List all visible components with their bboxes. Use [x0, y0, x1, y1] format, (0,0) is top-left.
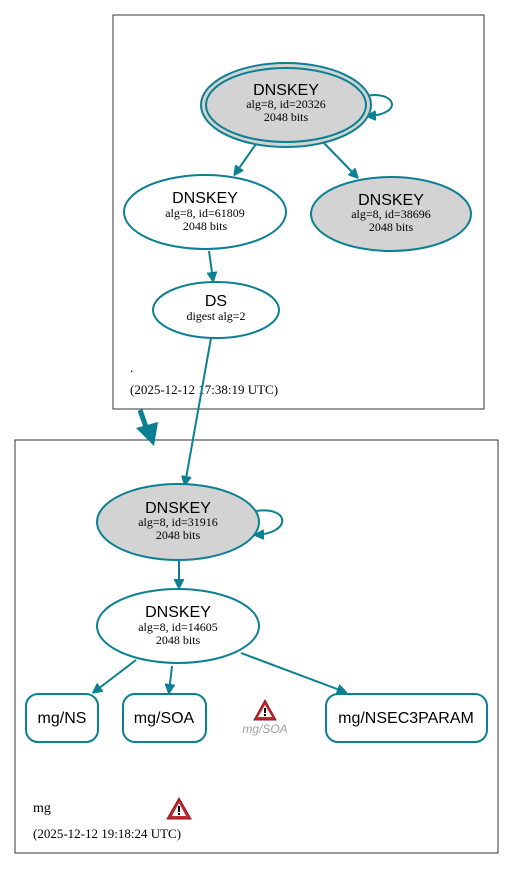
node-root-zsk-38696[interactable]: DNSKEY alg=8, id=38696 2048 bits	[310, 176, 472, 252]
node-mg-zsk-title: DNSKEY	[145, 604, 211, 621]
node-mg-ns-title: mg/NS	[38, 710, 87, 727]
node-ds[interactable]: DS digest alg=2	[152, 281, 280, 339]
node-mg-ksk-title: DNSKEY	[145, 500, 211, 517]
edge-ksk-zsk2	[322, 141, 357, 177]
zone-timestamp-mg: (2025-12-12 19:18:24 UTC)	[33, 826, 181, 841]
zone-warning-icon[interactable]	[166, 796, 192, 820]
node-mg-zsk-line2: 2048 bits	[156, 633, 201, 647]
zone-box-mg	[14, 439, 499, 854]
node-mg-ksk-line2: 2048 bits	[156, 528, 201, 542]
node-mg-soa-title: mg/SOA	[134, 710, 195, 727]
edge-zsk-ns	[94, 659, 137, 692]
delegation-arrowhead	[136, 422, 158, 446]
node-mg-zsk[interactable]: DNSKEY alg=8, id=14605 2048 bits	[96, 588, 260, 664]
node-mg-soa-warning-label: mg/SOA	[242, 722, 287, 736]
node-ds-line1: digest alg=2	[186, 309, 245, 323]
node-root-zsk-38696-line1: alg=8, id=38696	[351, 207, 431, 221]
node-root-zsk-38696-line2: 2048 bits	[369, 220, 414, 234]
edge-zsk-soa	[169, 665, 172, 692]
zone-box-root	[112, 14, 485, 410]
node-root-ksk[interactable]: DNSKEY alg=8, id=20326 2048 bits	[200, 62, 372, 148]
zone-label-root: .	[130, 360, 133, 375]
node-root-zsk-38696-title: DNSKEY	[358, 192, 424, 209]
node-root-zsk-61809-line2: 2048 bits	[183, 219, 228, 233]
warning-icon	[253, 698, 277, 721]
edge-ds-mg-ksk	[185, 337, 212, 484]
node-ds-title: DS	[205, 293, 227, 310]
node-mg-soa-warning[interactable]: mg/SOA	[242, 698, 288, 736]
zone-timestamp-root: (2025-12-12 17:38:19 UTC)	[130, 382, 278, 397]
node-mg-nsec3param[interactable]: mg/NSEC3PARAM	[325, 693, 488, 743]
node-mg-ns[interactable]: mg/NS	[25, 693, 99, 743]
node-mg-ksk-line1: alg=8, id=31916	[138, 515, 218, 529]
node-mg-zsk-line1: alg=8, id=14605	[138, 620, 218, 634]
edge-zsk1-ds	[209, 250, 213, 280]
zone-label-mg: mg	[33, 801, 51, 816]
node-root-ksk-line1: alg=8, id=20326	[246, 97, 326, 111]
edge-ksk-self	[366, 94, 393, 116]
node-mg-soa[interactable]: mg/SOA	[122, 693, 207, 743]
node-root-zsk-61809[interactable]: DNSKEY alg=8, id=61809 2048 bits	[123, 174, 287, 250]
node-mg-nsec3param-title: mg/NSEC3PARAM	[338, 710, 474, 727]
node-mg-ksk[interactable]: DNSKEY alg=8, id=31916 2048 bits	[96, 483, 260, 561]
node-root-ksk-title: DNSKEY	[253, 82, 319, 99]
edge-mg-ksk-self	[256, 509, 284, 535]
node-root-ksk-line2: 2048 bits	[264, 110, 309, 124]
node-root-zsk-61809-title: DNSKEY	[172, 190, 238, 207]
edge-zsk-nsec3param	[240, 652, 345, 692]
node-root-zsk-61809-line1: alg=8, id=61809	[165, 206, 245, 220]
edge-ksk-zsk1	[235, 143, 257, 174]
